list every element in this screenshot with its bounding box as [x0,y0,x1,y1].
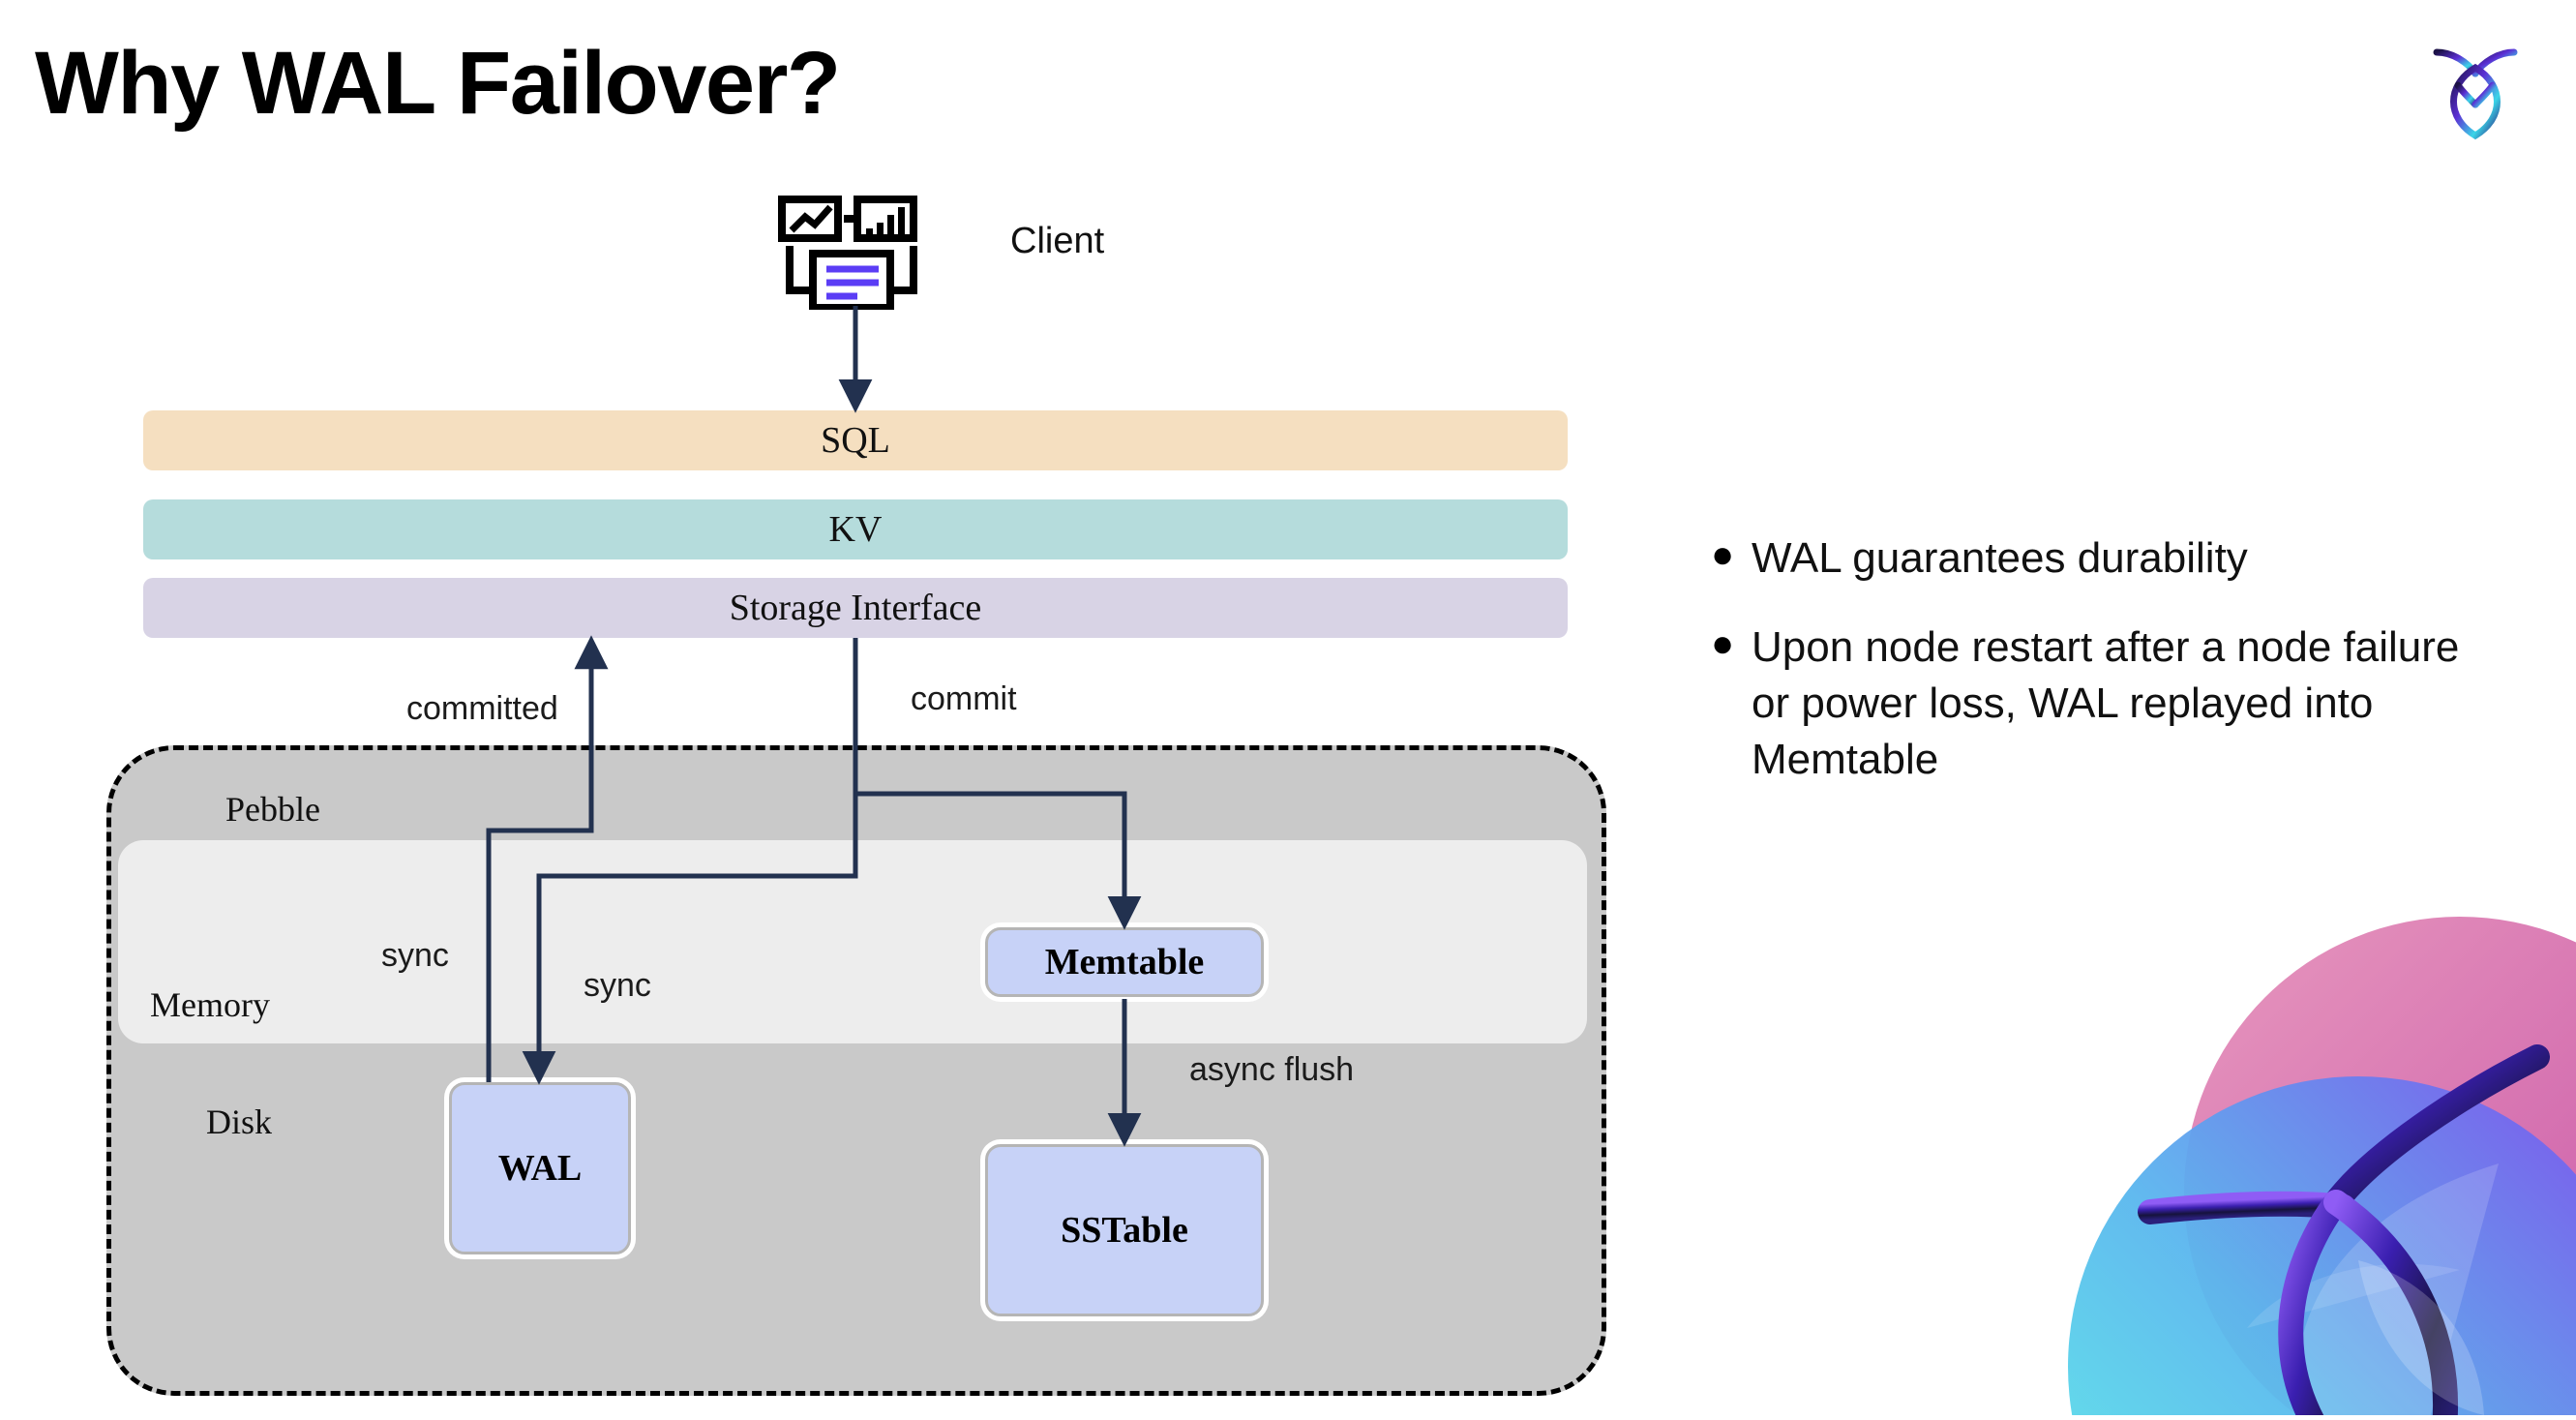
layer-bar-storage-interface: Storage Interface [143,578,1568,638]
memory-label: Memory [150,985,270,1024]
layer-bar-sql-label: SQL [821,420,890,461]
list-item-text: Upon node restart after a node failure o… [1752,623,2460,784]
bullet-marker-icon: ● [1711,533,1735,576]
layer-bar-kv: KV [143,499,1568,559]
layer-bar-sql: SQL [143,410,1568,470]
list-item: ● WAL guarantees durability [1711,530,2495,587]
memory-zone-band [118,840,1587,1043]
client-label: Client [1010,221,1105,261]
node-wal: WAL [449,1082,631,1254]
node-memtable: Memtable [985,927,1264,997]
node-sstable: SSTable [985,1144,1264,1316]
notes-list: ● WAL guarantees durability ● Upon node … [1711,530,2495,821]
node-sstable-label: SSTable [1061,1210,1188,1251]
list-item: ● Upon node restart after a node failure… [1711,619,2495,788]
cockroachdb-logo-icon [2417,25,2533,141]
flow-label-commit: commit [911,680,1017,717]
flow-label-committed: committed [406,690,558,727]
layer-bar-storage-interface-label: Storage Interface [729,588,982,628]
client-dashboard-icon [774,194,929,312]
disk-label: Disk [206,1103,273,1141]
flow-label-async-flush: async flush [1189,1051,1355,1088]
flow-label-sync-right: sync [584,967,651,1004]
node-wal-label: WAL [497,1148,583,1189]
node-memtable-label: Memtable [1044,942,1205,982]
list-item-text: WAL guarantees durability [1752,534,2248,582]
pebble-label: Pebble [225,790,320,829]
page-title: Why WAL Failover? [35,34,841,133]
layer-bar-kv-label: KV [828,509,883,550]
bullet-marker-icon: ● [1711,622,1735,666]
flow-label-sync-left: sync [381,937,449,974]
cockroachdb-gradient-circles-decoration [1918,912,2576,1415]
